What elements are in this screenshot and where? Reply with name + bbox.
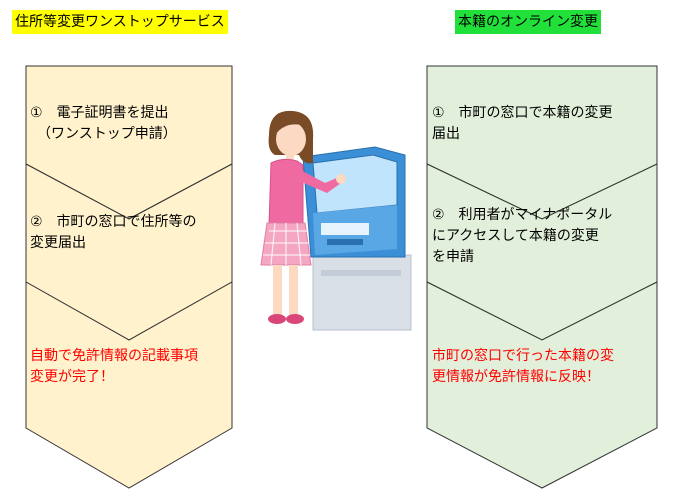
right-step1-text: ① 市町の窓口で本籍の変更 届出 bbox=[432, 105, 613, 142]
right-panel-title: 本籍のオンライン変更 bbox=[455, 10, 601, 34]
woman-at-kiosk-icon bbox=[260, 110, 412, 331]
left-result-text: 自動で免許情報の記載事項 変更が完了！ bbox=[30, 348, 198, 385]
left-step2-text: ② 市町の窓口で住所等の 変更届出 bbox=[30, 214, 197, 251]
left-step1-text: ① 電子証明書を提出 （ワンストップ申請） bbox=[30, 105, 177, 142]
right-flow bbox=[426, 65, 658, 489]
right-result-text: 市町の窓口で行った本籍の変 更情報が免許情報に反映！ bbox=[432, 348, 614, 385]
right-step2-text: ② 利用者がマイナポータル にアクセスして本籍の変更 を申請 bbox=[432, 207, 613, 265]
left-panel-title: 住所等変更ワンストップサービス bbox=[12, 10, 228, 34]
left-flow bbox=[25, 65, 233, 489]
left-result-chevron bbox=[25, 281, 233, 489]
right-result-chevron bbox=[426, 281, 658, 489]
